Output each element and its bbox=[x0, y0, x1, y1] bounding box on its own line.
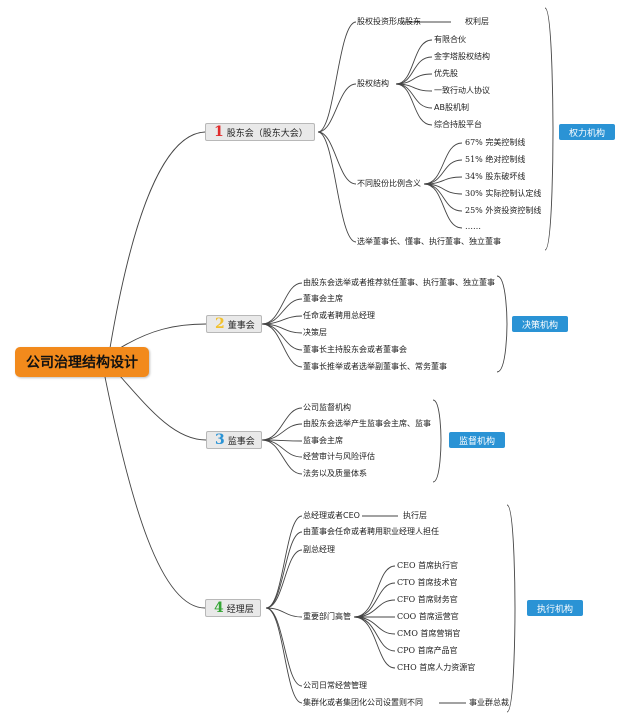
section-label: 董事会 bbox=[227, 320, 255, 331]
section-board-node[interactable]: 2 董事会 bbox=[206, 315, 262, 333]
executive-child: CPO 首席产品官 bbox=[397, 646, 458, 655]
board-item: 任命或者聘用总经理 bbox=[303, 311, 375, 320]
ratio-child: 30% 实际控制认定线 bbox=[465, 189, 542, 198]
root-title: 公司治理结构设计 bbox=[26, 355, 138, 371]
group-setup-label: 集群化或者集团化公司设置则不同 bbox=[303, 698, 423, 707]
executive-child: CHO 首席人力资源官 bbox=[397, 663, 476, 672]
execution-layer-label: 执行层 bbox=[403, 511, 427, 520]
executive-child: CFO 首席财务官 bbox=[397, 595, 458, 604]
daily-operations-label: 公司日常经营管理 bbox=[303, 681, 367, 690]
business-group-president-label: 事业群总裁 bbox=[469, 698, 509, 707]
appoint-label: 由董事会任命或者聘用职业经理人担任 bbox=[303, 527, 439, 536]
structure-child: 一致行动人协议 bbox=[434, 86, 490, 95]
section-shareholders-node[interactable]: 1 股东会（股东大会） bbox=[205, 123, 315, 141]
supervisory-item: 由股东会选举产生监事会主席、监事 bbox=[303, 419, 431, 428]
executive-child: CTO 首席技术官 bbox=[397, 578, 458, 587]
section-supervisory-node[interactable]: 3 监事会 bbox=[206, 431, 262, 449]
structure-child: 优先股 bbox=[434, 69, 458, 78]
ratio-child: …… bbox=[465, 222, 481, 231]
supervisory-item: 法务以及质量体系 bbox=[303, 469, 367, 478]
section-label: 股东会（股东大会） bbox=[226, 128, 308, 139]
section-number: 1 bbox=[214, 124, 224, 140]
board-item: 董事会主席 bbox=[303, 294, 343, 303]
supervisory-item: 公司监督机构 bbox=[303, 403, 351, 412]
structure-child: 金字塔股权结构 bbox=[434, 52, 490, 61]
ratio-child: 34% 股东破坏线 bbox=[465, 172, 526, 181]
section-number: 4 bbox=[214, 600, 224, 616]
supervisory-item: 经营审计与风险评估 bbox=[303, 452, 375, 461]
ceo-label: 总经理或者CEO bbox=[303, 511, 360, 520]
elect-directors-label: 选举董事长、懂事、执行董事、独立董事 bbox=[357, 237, 501, 246]
board-item: 董事长推举或者选举副董事长、常务董事 bbox=[303, 362, 447, 371]
executive-child: CMO 首席营销官 bbox=[397, 629, 461, 638]
equity-holder-label: 股权投资形成股东 bbox=[357, 17, 421, 26]
board-item: 董事长主持股东会或者董事会 bbox=[303, 345, 407, 354]
tag-execution-body: 执行机构 bbox=[527, 600, 583, 616]
tag-supervision-body: 监督机构 bbox=[449, 432, 505, 448]
section-label: 监事会 bbox=[227, 436, 255, 447]
section-label: 经理层 bbox=[226, 604, 254, 615]
board-item: 决策层 bbox=[303, 328, 327, 337]
section-number: 3 bbox=[215, 432, 225, 448]
root-node[interactable]: 公司治理结构设计 bbox=[15, 347, 149, 377]
key-executives-label: 重要部门高管 bbox=[303, 612, 351, 621]
tag-decision-body: 决策机构 bbox=[512, 316, 568, 332]
structure-child: 综合持股平台 bbox=[434, 120, 482, 129]
ratio-child: 51% 绝对控制线 bbox=[465, 155, 526, 164]
executive-child: COO 首席运营官 bbox=[397, 612, 459, 621]
deputy-gm-label: 副总经理 bbox=[303, 545, 335, 554]
section-management-node[interactable]: 4 经理层 bbox=[205, 599, 261, 617]
ratio-child: 25% 外资投资控制线 bbox=[465, 206, 542, 215]
rights-layer-label: 权利层 bbox=[465, 17, 489, 26]
ratio-child: 67% 完美控制线 bbox=[465, 138, 526, 147]
board-item: 由股东会选举或者推荐就任董事、执行董事、独立董事 bbox=[303, 278, 495, 287]
tag-power-body: 权力机构 bbox=[559, 124, 615, 140]
supervisory-item: 监事会主席 bbox=[303, 436, 343, 445]
equity-structure-label: 股权结构 bbox=[357, 79, 389, 88]
executive-child: CEO 首席执行官 bbox=[397, 561, 459, 570]
structure-child: 有限合伙 bbox=[434, 35, 466, 44]
section-number: 2 bbox=[215, 316, 225, 332]
share-ratio-label: 不同股份比例含义 bbox=[357, 179, 421, 188]
structure-child: AB股机制 bbox=[434, 103, 469, 112]
